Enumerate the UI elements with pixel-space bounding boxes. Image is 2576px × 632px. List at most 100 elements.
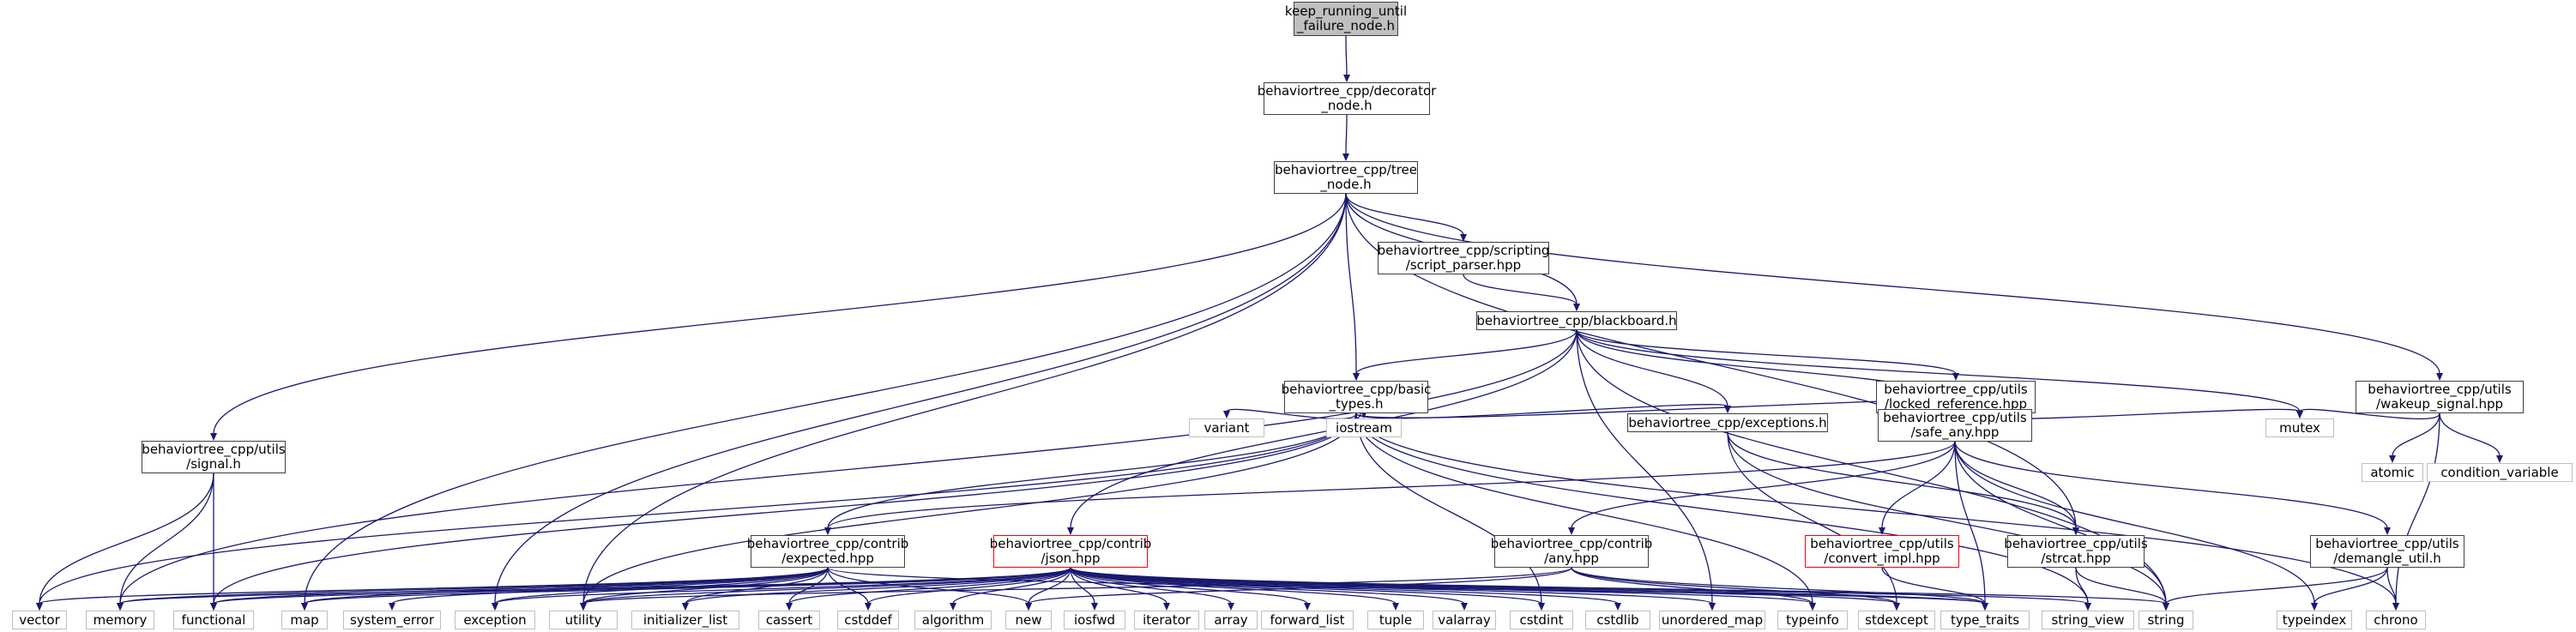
node-vector[interactable]: vector bbox=[12, 611, 67, 629]
node-memory[interactable]: memory bbox=[86, 611, 154, 629]
edge-json-iterator bbox=[1070, 567, 1167, 605]
node-label: chrono bbox=[2374, 611, 2418, 628]
node-mutex[interactable]: mutex bbox=[2265, 418, 2334, 437]
node-root[interactable]: keep_running_until_failure_node.h bbox=[1285, 2, 1407, 36]
node-any[interactable]: behaviortree_cpp/contrib/any.hpp bbox=[1491, 535, 1652, 568]
node-label: behaviortree_cpp/basic bbox=[1281, 382, 1432, 397]
arrowhead bbox=[2084, 603, 2091, 611]
node-basic-types[interactable]: behaviortree_cpp/basic_types.h bbox=[1282, 381, 1431, 413]
node-label: behaviortree_cpp/utils bbox=[1883, 410, 2027, 425]
edge-wakeup-mutex bbox=[2299, 408, 2440, 420]
node-label: /locked_reference.hpp bbox=[1885, 396, 2027, 412]
edge-exceptions-stdexcept bbox=[1727, 431, 1897, 605]
arrowhead bbox=[1879, 527, 1885, 535]
node-unordered-map[interactable]: unordered_map bbox=[1659, 611, 1765, 629]
node-variant[interactable]: variant bbox=[1189, 418, 1264, 437]
arrowhead bbox=[580, 603, 587, 611]
node-chrono[interactable]: chrono bbox=[2366, 611, 2426, 629]
edge-json-initializer_list bbox=[685, 567, 1071, 605]
node-label: behaviortree_cpp/utils bbox=[2004, 536, 2148, 551]
node-label: map bbox=[290, 611, 319, 628]
arrowhead bbox=[1343, 75, 1350, 82]
node-utility[interactable]: utility bbox=[549, 611, 618, 629]
node-string[interactable]: string bbox=[2139, 611, 2193, 629]
node-label: iostream bbox=[1336, 419, 1392, 436]
node-exception[interactable]: exception bbox=[455, 611, 535, 629]
node-system-error[interactable]: system_error bbox=[343, 611, 441, 629]
node-atomic[interactable]: atomic bbox=[2362, 463, 2423, 482]
edge-basic_types-exceptions bbox=[1355, 404, 1728, 419]
node-signal[interactable]: behaviortree_cpp/utils/signal.h bbox=[142, 441, 286, 473]
node-script-parser[interactable]: behaviortree_cpp/scripting/script_parser… bbox=[1378, 242, 1549, 274]
node-iosfwd[interactable]: iosfwd bbox=[1064, 611, 1125, 629]
edge-any-type_traits bbox=[1571, 567, 1986, 605]
node-strcat[interactable]: behaviortree_cpp/utils/strcat.hpp bbox=[2004, 535, 2148, 568]
arrowhead bbox=[1228, 603, 1234, 611]
node-convert-impl[interactable]: behaviortree_cpp/utils/convert_impl.hpp bbox=[1805, 535, 1959, 568]
node-iostream[interactable]: iostream bbox=[1326, 418, 1402, 437]
node-new[interactable]: new bbox=[1005, 611, 1052, 629]
node-label: algorithm bbox=[921, 611, 985, 628]
node-stdexcept[interactable]: stdexcept bbox=[1858, 611, 1935, 629]
node-initializer-list[interactable]: initializer_list bbox=[631, 611, 739, 629]
arrowhead bbox=[682, 603, 689, 611]
node-label: new bbox=[1015, 611, 1042, 628]
edge-json-cstddef bbox=[867, 567, 1071, 605]
arrowhead bbox=[1568, 527, 1575, 535]
node-array[interactable]: array bbox=[1204, 611, 1258, 629]
arrowhead bbox=[2436, 373, 2443, 381]
edge-blackboard-basic_types bbox=[1355, 329, 1578, 375]
node-safe-any[interactable]: behaviortree_cpp/utils/safe_any.hpp bbox=[1878, 409, 2032, 442]
node-map[interactable]: map bbox=[281, 611, 328, 629]
arrowhead bbox=[950, 603, 956, 611]
edge-json-valarray bbox=[1070, 567, 1465, 605]
node-exceptions[interactable]: behaviortree_cpp/exceptions.h bbox=[1627, 413, 1828, 432]
arrowhead bbox=[786, 603, 793, 611]
arrowhead bbox=[2163, 603, 2169, 611]
node-label: string_view bbox=[2051, 611, 2125, 628]
edge-json-map bbox=[304, 567, 1071, 605]
node-label: /script_parser.hpp bbox=[1405, 257, 1522, 273]
node-expected[interactable]: behaviortree_cpp/contrib/expected.hpp bbox=[747, 535, 908, 568]
node-valarray[interactable]: valarray bbox=[1433, 611, 1496, 629]
node-cassert[interactable]: cassert bbox=[758, 611, 820, 629]
edge-any-stdexcept bbox=[1571, 567, 1897, 605]
edge-json-cstdlib bbox=[1070, 567, 1619, 605]
node-label: behaviortree_cpp/blackboard.h bbox=[1476, 312, 1677, 328]
node-tree-node[interactable]: behaviortree_cpp/tree_node.h bbox=[1274, 161, 1418, 194]
node-tuple[interactable]: tuple bbox=[1367, 611, 1424, 629]
arrowhead bbox=[2311, 603, 2318, 611]
node-condvar[interactable]: condition_variable bbox=[2427, 463, 2573, 482]
edge-tree_node-basic_types bbox=[1345, 193, 1357, 375]
edge-expected-memory bbox=[119, 567, 829, 605]
node-cstdint[interactable]: cstdint bbox=[1510, 611, 1573, 629]
arrowhead bbox=[1342, 153, 1349, 161]
node-label: keep_running_until bbox=[1284, 3, 1408, 19]
node-forward-list[interactable]: forward_list bbox=[1261, 611, 1354, 629]
node-functional[interactable]: functional bbox=[173, 611, 254, 629]
node-algorithm[interactable]: algorithm bbox=[914, 611, 992, 629]
edge-expected-functional bbox=[213, 567, 829, 605]
arrowhead bbox=[1353, 373, 1360, 381]
node-string-view[interactable]: string_view bbox=[2042, 611, 2134, 629]
edge-safe_any-type_traits bbox=[1954, 441, 1986, 605]
node-wakeup[interactable]: behaviortree_cpp/utils/wakeup_signal.hpp bbox=[2356, 381, 2524, 413]
node-type-traits[interactable]: type_traits bbox=[1940, 611, 2030, 629]
node-typeinfo[interactable]: typeinfo bbox=[1777, 611, 1848, 629]
node-cstddef[interactable]: cstddef bbox=[837, 611, 899, 629]
node-label: iterator bbox=[1143, 611, 1191, 628]
edge-signal-memory bbox=[119, 472, 214, 605]
node-decorator[interactable]: behaviortree_cpp/decorator_node.h bbox=[1258, 82, 1436, 115]
node-demangle[interactable]: behaviortree_cpp/utils/demangle_util.h bbox=[2310, 535, 2464, 568]
node-json[interactable]: behaviortree_cpp/contrib/json.hpp bbox=[990, 535, 1151, 568]
node-cstdlib[interactable]: cstdlib bbox=[1585, 611, 1650, 629]
edge-blackboard-json bbox=[1070, 329, 1578, 529]
arrowhead bbox=[210, 433, 217, 441]
edge-decorator-tree_node bbox=[1345, 114, 1348, 155]
node-label: typeinfo bbox=[1786, 611, 1839, 628]
node-iterator[interactable]: iterator bbox=[1134, 611, 1199, 629]
edge-basic_types-typeinfo bbox=[1355, 412, 1813, 605]
node-label: behaviortree_cpp/utils bbox=[2368, 382, 2512, 397]
node-blackboard[interactable]: behaviortree_cpp/blackboard.h bbox=[1476, 311, 1677, 330]
node-typeindex[interactable]: typeindex bbox=[2277, 611, 2352, 629]
